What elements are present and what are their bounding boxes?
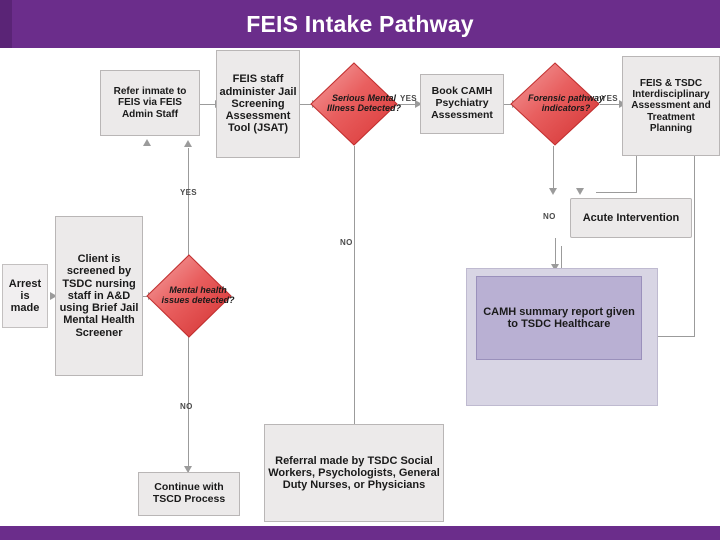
node-acute-intervention[interactable]: Acute Intervention: [570, 198, 692, 238]
node-label: Client is screened by TSDC nursing staff…: [59, 252, 139, 339]
node-refer-inmate[interactable]: Refer inmate to FEIS via FEIS Admin Staf…: [100, 70, 200, 136]
connector-forensic-acute: [553, 146, 554, 190]
arrowhead-mh-continue: [184, 466, 192, 473]
edge-label-yes-serious: YES: [400, 94, 417, 103]
connector-summary-right-h: [656, 336, 695, 337]
arrowhead-team-acute: [576, 188, 584, 195]
connector-summary-referral-h: [354, 336, 355, 337]
connector-forensic-team: [600, 104, 622, 105]
connector-mh-refer: [188, 148, 189, 264]
node-label: CAMH summary report given to TSDC Health…: [483, 305, 635, 330]
node-label: Refer inmate to FEIS via FEIS Admin Staf…: [113, 86, 187, 120]
node-label: Continue with TSCD Process: [152, 481, 226, 505]
connector-camh-forensic: [504, 104, 516, 105]
connector-acute-summary-2: [561, 246, 562, 270]
node-arrest-is-made[interactable]: Arrest is made: [2, 264, 48, 328]
title-bar-accent: [0, 0, 12, 48]
connector-acute-summary: [555, 238, 556, 268]
node-camh-summary-report[interactable]: CAMH summary report given to TSDC Health…: [476, 276, 642, 360]
node-label: Acute Intervention: [582, 211, 680, 224]
connector-mh-continue: [188, 324, 189, 472]
node-label: Referral made by TSDC Social Workers, Ps…: [268, 454, 440, 492]
connector-serious-no: [354, 146, 355, 426]
edge-label-yes-mh: YES: [180, 188, 197, 197]
edge-label-yes-forensic: YES: [601, 94, 618, 103]
connector-team-down: [636, 156, 637, 192]
footer-bar: [0, 526, 720, 540]
node-serious-mental-illness[interactable]: Serious Mental Illness Detected?: [310, 62, 401, 146]
node-label: FEIS staff administer Jail Screening Ass…: [219, 73, 297, 135]
node-label: Arrest is made: [8, 277, 42, 315]
node-mental-health-issues[interactable]: Mental health issues detected?: [146, 254, 235, 338]
diamond-shape: [510, 62, 600, 146]
node-continue-process[interactable]: Continue with TSCD Process: [138, 472, 240, 516]
node-jsat[interactable]: FEIS staff administer Jail Screening Ass…: [216, 50, 300, 158]
arrowhead-acute-summary: [551, 264, 559, 271]
edge-label-no-mh: NO: [180, 402, 193, 411]
arrowhead-arrest-client: [50, 292, 57, 300]
title-bar: [0, 0, 720, 48]
node-label: Book CAMH Psychiatry Assessment: [431, 85, 493, 121]
page-title: FEIS Intake Pathway: [246, 10, 474, 37]
arrowhead-forensic-acute: [549, 188, 557, 195]
diamond-shape: [310, 62, 398, 146]
node-forensic-indicators[interactable]: Forensic pathway indicators?: [510, 62, 604, 146]
connector-serious-camh: [398, 104, 418, 105]
node-book-camh[interactable]: Book CAMH Psychiatry Assessment: [420, 74, 504, 134]
edge-label-no-forensic: NO: [543, 212, 556, 221]
connector-refer-jsat: [200, 104, 216, 105]
diamond-shape: [146, 254, 232, 338]
arrowhead-mh-refer: [184, 140, 192, 147]
connector-team-down-h: [596, 192, 637, 193]
node-label: FEIS & TSDC Interdisciplinary Assessment…: [631, 78, 711, 134]
connector-summary-referral: [354, 336, 355, 426]
arrowhead-serious-camh: [415, 100, 422, 108]
node-interdisciplinary-team[interactable]: FEIS & TSDC Interdisciplinary Assessment…: [622, 56, 720, 156]
connector-summary-right: [694, 156, 695, 336]
connector-jsat-serious: [300, 104, 314, 105]
arrowhead-refer-top: [143, 139, 151, 146]
node-client-screened[interactable]: Client is screened by TSDC nursing staff…: [55, 216, 143, 376]
edge-label-no-serious: NO: [340, 238, 353, 247]
node-referral-made[interactable]: Referral made by TSDC Social Workers, Ps…: [264, 424, 444, 522]
